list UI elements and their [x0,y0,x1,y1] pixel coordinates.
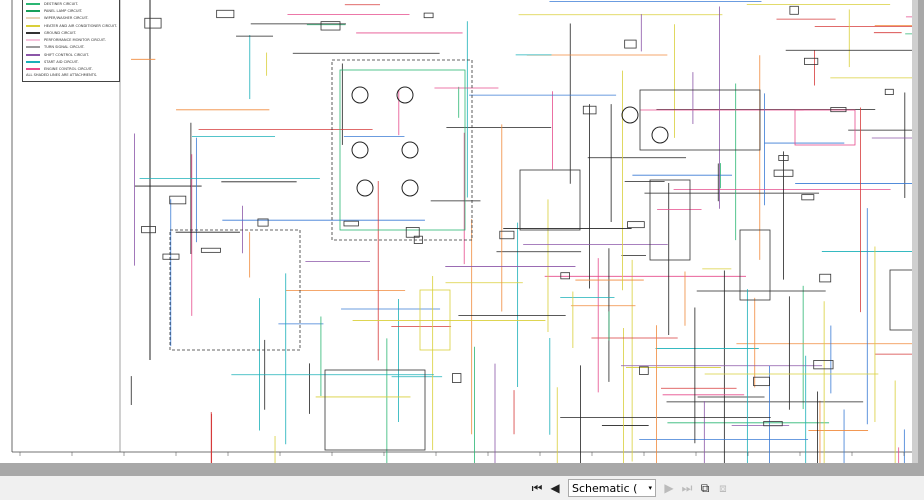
gauge-symbol [651,126,669,144]
component-outline [813,360,834,370]
component-outline [624,39,637,49]
legend-item: GROUND CIRCUIT. [23,29,119,36]
legend-label: ENGINE CONTROL CIRCUIT. [44,67,93,72]
legend-item: TURN SIGNAL CIRCUIT. [23,44,119,51]
component-outline [452,373,462,383]
component-outline [331,59,473,241]
chevron-down-icon: ▾ [648,484,652,492]
schematic-page[interactable]: DESTINER CIRCUIT. PANEL LAMP CIRCUIT. WIPE… [0,0,918,463]
previous-page-icon[interactable]: ◀ [550,481,560,495]
gauge-symbol [621,106,639,124]
component-outline [320,21,341,31]
component-outline [789,5,799,15]
gauge-symbol [356,179,374,197]
component-outline [339,69,466,231]
component-outline [560,272,571,280]
component-outline [519,169,581,231]
legend-swatch [26,2,40,5]
legend-label: PANEL LAMP CIRCUIT. [44,8,83,13]
component-outline [144,17,162,29]
legend-label: SHIFT CONTROL CIRCUIT. [44,52,90,57]
legend-item: PANEL LAMP CIRCUIT. [23,7,119,14]
component-outline [216,9,235,19]
legend-item: HEATER AND AIR CONDITIONER CIRCUIT. [23,22,119,29]
legend-swatch [26,9,40,12]
component-outline [763,421,783,427]
legend-swatch [26,68,40,71]
component-outline [739,229,771,301]
component-outline [794,109,856,146]
fit-page-icon[interactable]: ⧉ [700,480,710,495]
component-outline [499,230,515,240]
component-outline [405,227,420,238]
gauge-symbol [401,179,419,197]
legend-label: GROUND CIRCUIT. [44,30,77,35]
legend-note: ALL SHADED LINES ARE ATTACHMENTS. [26,72,98,77]
gauge-symbol [351,86,369,104]
component-outline [627,221,645,229]
legend-label: HEATER AND AIR CONDITIONER CIRCUIT. [44,23,118,28]
legend-item: START AID CIRCUIT. [23,58,119,65]
component-outline [778,155,789,161]
component-outline [169,229,301,351]
legend-swatch [26,46,40,49]
legend-swatch [26,39,40,42]
component-outline [162,253,180,260]
component-outline [830,107,847,113]
component-outline [423,12,434,19]
component-outline [324,369,426,451]
component-outline [819,273,832,283]
fit-width-icon[interactable]: ⧈ [719,480,727,495]
component-outline [773,169,794,177]
legend-label: START AID CIRCUIT. [44,60,79,65]
component-outline [582,105,597,115]
legend-item: WIPER/WASHER CIRCUIT. [23,15,119,22]
viewer-gutter [0,463,924,476]
component-outline [801,194,815,201]
component-outline [413,235,423,244]
component-outline [343,220,359,227]
component-outline [419,289,451,351]
component-outline [257,218,269,227]
gauge-symbol [351,141,369,159]
component-outline [649,179,691,261]
legend-label: TURN SIGNAL CIRCUIT. [44,45,85,50]
legend-label: WIPER/WASHER CIRCUIT. [44,16,89,21]
gauge-symbol [401,141,419,159]
legend-item: DESTINER CIRCUIT. [23,0,119,7]
legend-label: DESTINER CIRCUIT. [44,1,79,6]
legend-item: ENGINE CONTROL CIRCUIT. [23,66,119,73]
legend-swatch [26,31,40,34]
legend-item: SHIFT CONTROL CIRCUIT. [23,51,119,58]
first-page-icon[interactable]: ⏮ [531,480,543,495]
component-outline [804,57,819,65]
next-page-icon[interactable]: ▶ [664,481,674,495]
page-navigation-toolbar: ⏮ ◀ Schematic (2 / 2) ▾ ▶ ⏭ ⧉ ⧈ [0,476,924,500]
component-outline [141,226,156,234]
component-outline [753,376,771,387]
wiring-schematic [11,0,918,463]
gauge-symbol [396,86,414,104]
legend-item: PERFORMANCE MONITOR CIRCUIT. [23,36,119,43]
component-outline [639,366,649,375]
circuit-legend: DESTINER CIRCUIT. PANEL LAMP CIRCUIT. WIPE… [22,0,120,82]
component-outline [884,88,894,95]
vertical-scrollbar[interactable] [912,0,918,463]
last-page-icon[interactable]: ⏭ [681,480,693,495]
component-outline [200,247,221,253]
page-select[interactable]: Schematic (2 / 2) ▾ [568,479,656,497]
legend-swatch [26,24,40,27]
component-outline [169,195,187,205]
legend-swatch [26,17,40,20]
legend-label: PERFORMANCE MONITOR CIRCUIT. [44,38,106,43]
legend-swatch [26,53,40,56]
page-select-value: Schematic (2 / 2) [572,481,638,495]
component-outline [639,89,761,151]
legend-swatch [26,61,40,64]
